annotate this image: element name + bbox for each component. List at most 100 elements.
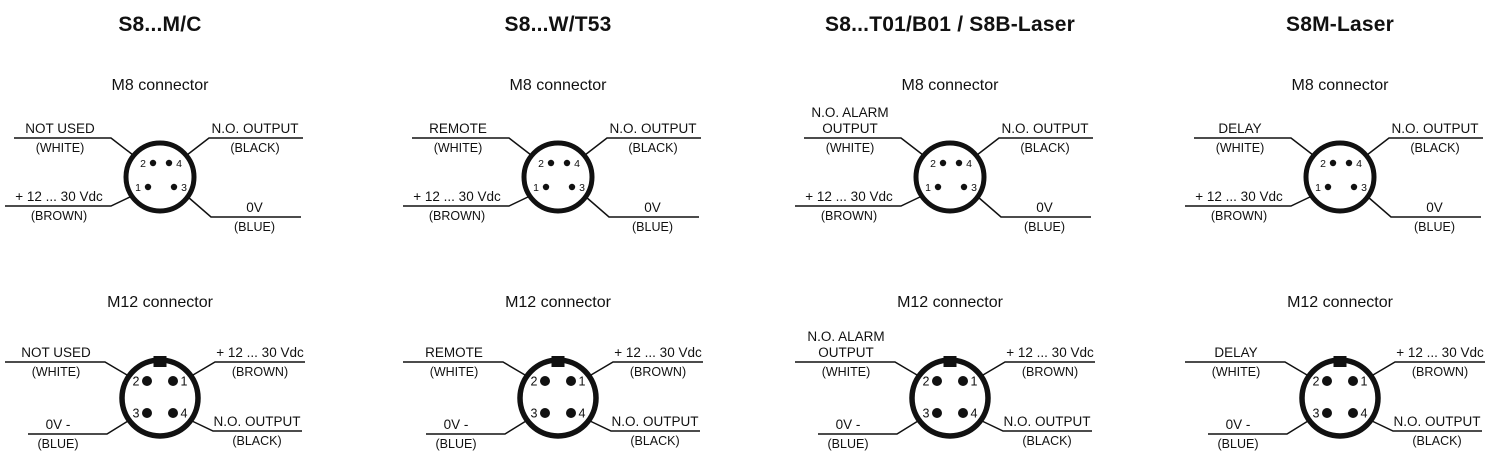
m8-pin3-number: 3 [1361,182,1367,194]
wire-bottom-left [818,420,919,435]
m12-signal-bottom-left: 0V - [798,417,898,433]
m12-signal-top-left: DELAY [1180,345,1292,361]
m8-pin2-dot [939,159,947,167]
m12-wirecolor-bottom-right: (BLACK) [630,434,680,448]
m8-pin4-number: 4 [1356,158,1362,170]
m12-pin1-dot [566,376,576,386]
m8-signal-top-right: N.O. OUTPUT [1380,121,1490,137]
wire-top-right [1372,361,1485,376]
m8-connector-body [1303,140,1377,214]
m8-connector-heading: M8 connector [901,77,999,94]
m8-signal-bottom-right: 0V [1382,200,1487,216]
m12-wirecolor-top-left: (WHITE) [31,365,81,379]
m12-signal-top-right: + 12 ... 30 Vdc [603,345,713,361]
m12-signal-bottom-left: 0V - [406,417,506,433]
m12-pin1-number: 1 [971,375,978,389]
signal-line2: N.O. OUTPUT [1001,121,1089,136]
m8-pin1-number: 1 [1315,182,1321,194]
m8-wirecolor-bottom-left: (BROWN) [428,209,486,223]
m12-signal-bottom-left: 0V - [8,417,108,433]
m8-pin2-number: 2 [140,158,146,170]
signal-line2: N.O. OUTPUT [609,121,697,136]
m12-wirecolor-bottom-right: (BLACK) [1022,434,1072,448]
column-s8t01b01-s8b-laser: S8...T01/B01 / S8B-Laser M8 connector 2 … [790,0,1110,451]
m8-pin3-dot [170,183,178,191]
m12-pin2-dot [540,376,550,386]
m12-signal-bottom-right: N.O. OUTPUT [993,414,1101,430]
m12-wirecolor-bottom-left: (BLUE) [827,437,869,451]
m8-wirecolor-top-left: (WHITE) [35,141,85,155]
wire-top-right [976,137,1093,156]
m12-pin4-dot [958,408,968,418]
signal-line2: + 12 ... 30 Vdc [614,345,702,360]
m8-pin3-number: 3 [181,182,187,194]
m12-signal-top-left: REMOTE [398,345,510,361]
m8-pin3-number: 3 [579,182,585,194]
m12-keyway-notch [551,356,565,367]
m12-pin3-dot [540,408,550,418]
m12-pin3-number: 3 [133,407,140,421]
wire-top-left [1185,361,1308,376]
m12-connector-body [1299,357,1381,439]
m8-pin2-dot [547,159,555,167]
m12-connector-drawing: 2 1 3 4 [795,356,1095,439]
column-title: S8M-Laser [1285,13,1394,36]
signal-line2: OUTPUT [818,345,874,360]
m8-pin4-number: 4 [574,158,580,170]
m8-connector-drawing: 2 4 1 3 [1185,137,1483,218]
m8-wirecolor-top-right: (BLACK) [1020,141,1070,155]
m8-pin4-dot [563,159,571,167]
wire-top-left [1194,137,1314,156]
m8-connector-diagram: 2 4 1 3 N.O. ALARM OUTPUT (WHITE) N.O. O… [790,105,1110,240]
m12-wirecolor-top-left: (WHITE) [429,365,479,379]
wire-bottom-right [589,420,700,432]
column-s8mc: S8...M/C M8 connector 2 4 1 3 NOT USED [0,0,320,451]
m12-pin2-number: 2 [531,375,538,389]
m12-connector-heading: M12 connector [505,294,611,311]
signal-line2: + 12 ... 30 Vdc [15,189,103,204]
m8-pin3-dot [1350,183,1358,191]
signal-line2: 0V - [835,417,861,432]
m12-signal-top-right: + 12 ... 30 Vdc [995,345,1105,361]
m12-pin1-dot [168,376,178,386]
m12-keyway-notch [153,356,167,367]
column-s8m-laser: S8M-Laser M8 connector 2 4 1 3 DELAY [1180,0,1500,451]
signal-line2: OUTPUT [822,121,878,136]
m8-connector-body [123,140,197,214]
m12-wirecolor-top-left: (WHITE) [821,365,871,379]
m12-pin3-dot [1322,408,1332,418]
wire-top-right [584,137,701,156]
m12-connector-body [517,357,599,439]
m12-wirecolor-bottom-left: (BLUE) [37,437,79,451]
signal-line2: + 12 ... 30 Vdc [1195,189,1283,204]
m8-pin1-dot [144,183,152,191]
m8-connector-drawing: 2 4 1 3 [795,137,1093,218]
m8-pin4-dot [1345,159,1353,167]
m12-keyway-notch [1333,356,1347,367]
m12-pin1-dot [958,376,968,386]
m8-wirecolor-top-right: (BLACK) [230,141,280,155]
wire-bottom-right [585,196,699,218]
wire-top-right [192,361,305,376]
signal-line1: N.O. ALARM [811,105,889,120]
m8-signal-bottom-left: + 12 ... 30 Vdc [1180,189,1298,205]
m8-wirecolor-top-left: (WHITE) [433,141,483,155]
m12-connector-heading: M12 connector [897,294,1003,311]
m8-pin3-number: 3 [971,182,977,194]
m12-connector-heading: M12 connector [1287,294,1393,311]
signal-line2: 0V - [1225,417,1251,432]
wire-bottom-right [1371,420,1482,432]
signal-line2: REMOTE [429,121,487,136]
m8-wirecolor-top-right: (BLACK) [1410,141,1460,155]
signal-line2: NOT USED [21,345,91,360]
m8-connector-heading: M8 connector [509,77,607,94]
m8-signal-bottom-left: + 12 ... 30 Vdc [398,189,516,205]
m8-wirecolor-bottom-right: (BLUE) [234,220,275,234]
wire-bottom-left [28,420,129,435]
signal-line2: 0V - [443,417,469,432]
m8-signal-bottom-right: 0V [992,200,1097,216]
m8-signal-bottom-right: 0V [600,200,705,216]
m8-pin4-number: 4 [966,158,972,170]
signal-line2: + 12 ... 30 Vdc [1006,345,1094,360]
m12-pin1-number: 1 [579,375,586,389]
